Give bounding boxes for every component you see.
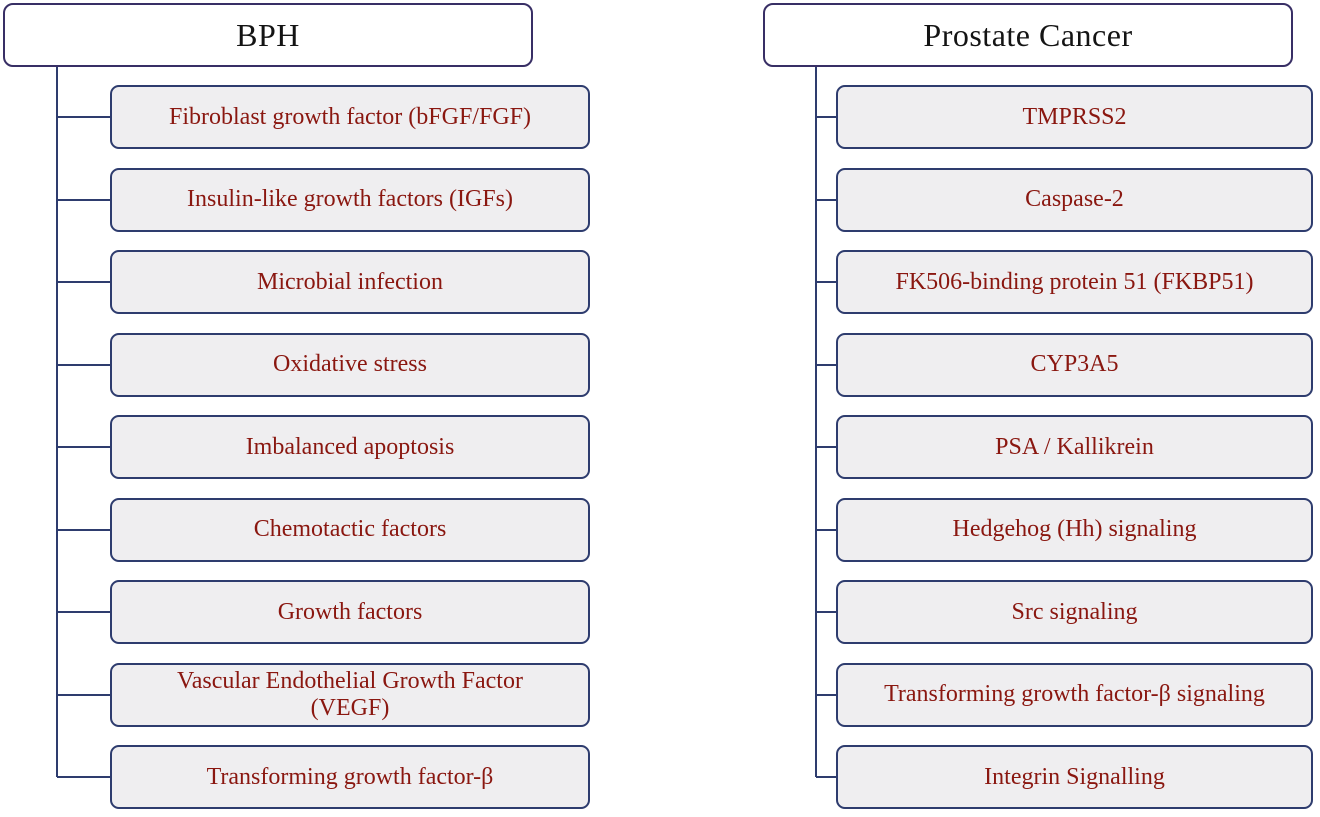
pca-node-psa-kallikrein: PSA / Kallikrein	[836, 415, 1313, 479]
prostate-cancer-children: TMPRSS2 Caspase-2 FK506-binding protein …	[816, 85, 1313, 809]
node-label: Insulin-like growth factors (IGFs)	[187, 186, 513, 213]
bph-node-chemotactic-factors: Chemotactic factors	[110, 497, 590, 562]
connector-stub-line	[816, 776, 836, 778]
tree-node-row: Integrin Signalling	[816, 745, 1313, 809]
connector-stub-line	[57, 281, 110, 283]
node-label: Fibroblast growth factor (bFGF/FGF)	[169, 103, 531, 130]
connector-stub-line	[57, 693, 110, 696]
node-label: Microbial infection	[257, 268, 443, 295]
node-label: Integrin Signalling	[984, 763, 1165, 790]
pca-node-fkbp51: FK506-binding protein 51 (FKBP51)	[836, 250, 1313, 314]
node-label: CYP3A5	[1030, 351, 1119, 378]
prostate-cancer-header: Prostate Cancer	[763, 3, 1293, 67]
bph-node-vegf: Vascular Endothelial Growth Factor (VEGF…	[110, 662, 590, 727]
node-label: Caspase-2	[1025, 186, 1124, 213]
connector-stub-line	[57, 363, 110, 366]
bph-node-transforming-growth-factor-beta: Transforming growth factor-β	[110, 745, 590, 809]
connector-stub-line	[57, 611, 110, 613]
tree-node-row: Growth factors	[57, 580, 590, 644]
tree-node-row: CYP3A5	[816, 332, 1313, 397]
bph-header: BPH	[3, 3, 533, 67]
connector-stub-line	[816, 281, 836, 283]
prostate-cancer-title: Prostate Cancer	[923, 16, 1133, 53]
node-label: Imbalanced apoptosis	[245, 433, 455, 460]
connector-stub-line	[57, 776, 110, 778]
node-label: Vascular Endothelial Growth Factor (VEGF…	[177, 668, 523, 721]
node-label: Chemotactic factors	[253, 516, 447, 543]
connector-stub-line	[816, 198, 836, 201]
tree-node-row: Vascular Endothelial Growth Factor (VEGF…	[57, 662, 590, 727]
connector-stub-line	[57, 446, 110, 448]
tree-node-row: FK506-binding protein 51 (FKBP51)	[816, 250, 1313, 314]
bph-children: Fibroblast growth factor (bFGF/FGF) Insu…	[57, 85, 590, 809]
tree-node-row: Transforming growth factor-β signaling	[816, 662, 1313, 727]
tree-node-row: Caspase-2	[816, 167, 1313, 232]
bph-node-insulin-like-growth-factors: Insulin-like growth factors (IGFs)	[110, 167, 590, 232]
prostate-cancer-trunk-line	[815, 67, 817, 777]
tree-node-row: Hedgehog (Hh) signaling	[816, 497, 1313, 562]
tree-node-row: TMPRSS2	[816, 85, 1313, 149]
tree-node-row: Insulin-like growth factors (IGFs)	[57, 167, 590, 232]
node-label: PSA / Kallikrein	[995, 433, 1154, 460]
bph-node-imbalanced-apoptosis: Imbalanced apoptosis	[110, 415, 590, 479]
tree-node-row: Src signaling	[816, 580, 1313, 644]
tree-node-row: Microbial infection	[57, 250, 590, 314]
connector-stub-line	[57, 198, 110, 201]
tree-node-row: Chemotactic factors	[57, 497, 590, 562]
node-label: Growth factors	[277, 598, 423, 625]
pca-node-src-signaling: Src signaling	[836, 580, 1313, 644]
bph-trunk-line	[56, 67, 58, 777]
node-label: Hedgehog (Hh) signaling	[952, 516, 1197, 543]
pca-node-hedgehog-signaling: Hedgehog (Hh) signaling	[836, 497, 1313, 562]
connector-stub-line	[816, 528, 836, 531]
connector-stub-line	[816, 693, 836, 696]
bph-node-microbial-infection: Microbial infection	[110, 250, 590, 314]
node-label: Transforming growth factor-β signaling	[884, 681, 1265, 708]
bph-node-fibroblast-growth-factor: Fibroblast growth factor (bFGF/FGF)	[110, 85, 590, 149]
node-label: Transforming growth factor-β	[206, 763, 494, 790]
pca-node-cyp3a5: CYP3A5	[836, 332, 1313, 397]
tree-node-row: Imbalanced apoptosis	[57, 415, 590, 479]
connector-stub-line	[816, 611, 836, 613]
connector-stub-line	[816, 446, 836, 448]
node-label: FK506-binding protein 51 (FKBP51)	[895, 268, 1254, 295]
tree-node-row: Transforming growth factor-β	[57, 745, 590, 809]
tree-node-row: Fibroblast growth factor (bFGF/FGF)	[57, 85, 590, 149]
bph-title: BPH	[236, 16, 300, 53]
pca-node-tgf-beta-signaling: Transforming growth factor-β signaling	[836, 662, 1313, 727]
connector-stub-line	[57, 528, 110, 531]
node-label: TMPRSS2	[1022, 103, 1127, 130]
tree-node-row: PSA / Kallikrein	[816, 415, 1313, 479]
pca-node-caspase-2: Caspase-2	[836, 167, 1313, 232]
pca-node-integrin-signalling: Integrin Signalling	[836, 745, 1313, 809]
connector-stub-line	[57, 116, 110, 118]
bph-node-oxidative-stress: Oxidative stress	[110, 332, 590, 397]
connector-stub-line	[816, 116, 836, 118]
node-label: Oxidative stress	[273, 351, 427, 378]
node-label: Src signaling	[1011, 598, 1138, 625]
connector-stub-line	[816, 363, 836, 366]
tree-node-row: Oxidative stress	[57, 332, 590, 397]
pca-node-tmprss2: TMPRSS2	[836, 85, 1313, 149]
bph-node-growth-factors: Growth factors	[110, 580, 590, 644]
